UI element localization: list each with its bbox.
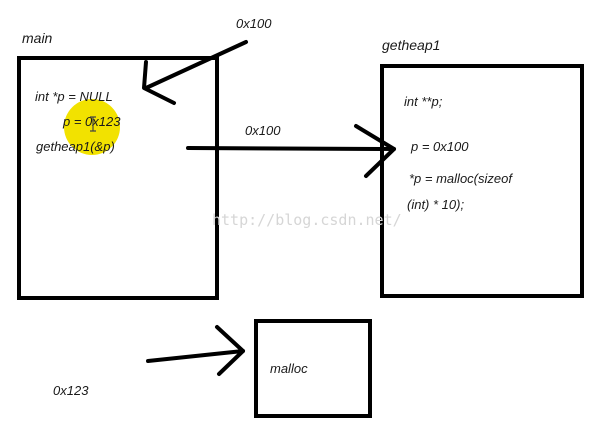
getheap1-code-line-1: int **p; — [404, 94, 443, 109]
main-stack-frame — [17, 56, 219, 300]
getheap1-code-line-2: p = 0x100 — [410, 139, 469, 154]
main-code-line-1: int *p = NULL — [35, 89, 113, 104]
address-label-bottom: 0x123 — [53, 383, 89, 398]
main-code-line-2: p = 0x123 — [62, 114, 121, 129]
malloc-heap-block — [254, 319, 372, 418]
arrow-main-to-getheap1 — [186, 124, 396, 178]
getheap1-code-line-3: *p = malloc(sizeof — [409, 171, 513, 186]
getheap1-frame-title: getheap1 — [382, 37, 440, 53]
arrow-0x100-to-main — [142, 40, 248, 105]
text-cursor-icon — [90, 116, 96, 132]
arrow-into-malloc — [146, 325, 245, 376]
address-label-middle: 0x100 — [245, 123, 281, 138]
highlight-marker — [64, 99, 120, 155]
address-label-top: 0x100 — [236, 16, 272, 31]
getheap1-stack-frame — [380, 64, 584, 298]
main-frame-title: main — [22, 30, 53, 46]
main-code-line-3: getheap1(&p) — [36, 139, 115, 154]
watermark-text: http://blog.csdn.net/ — [212, 211, 402, 229]
getheap1-code-line-4: (int) * 10); — [407, 197, 464, 212]
malloc-label: malloc — [270, 361, 308, 376]
